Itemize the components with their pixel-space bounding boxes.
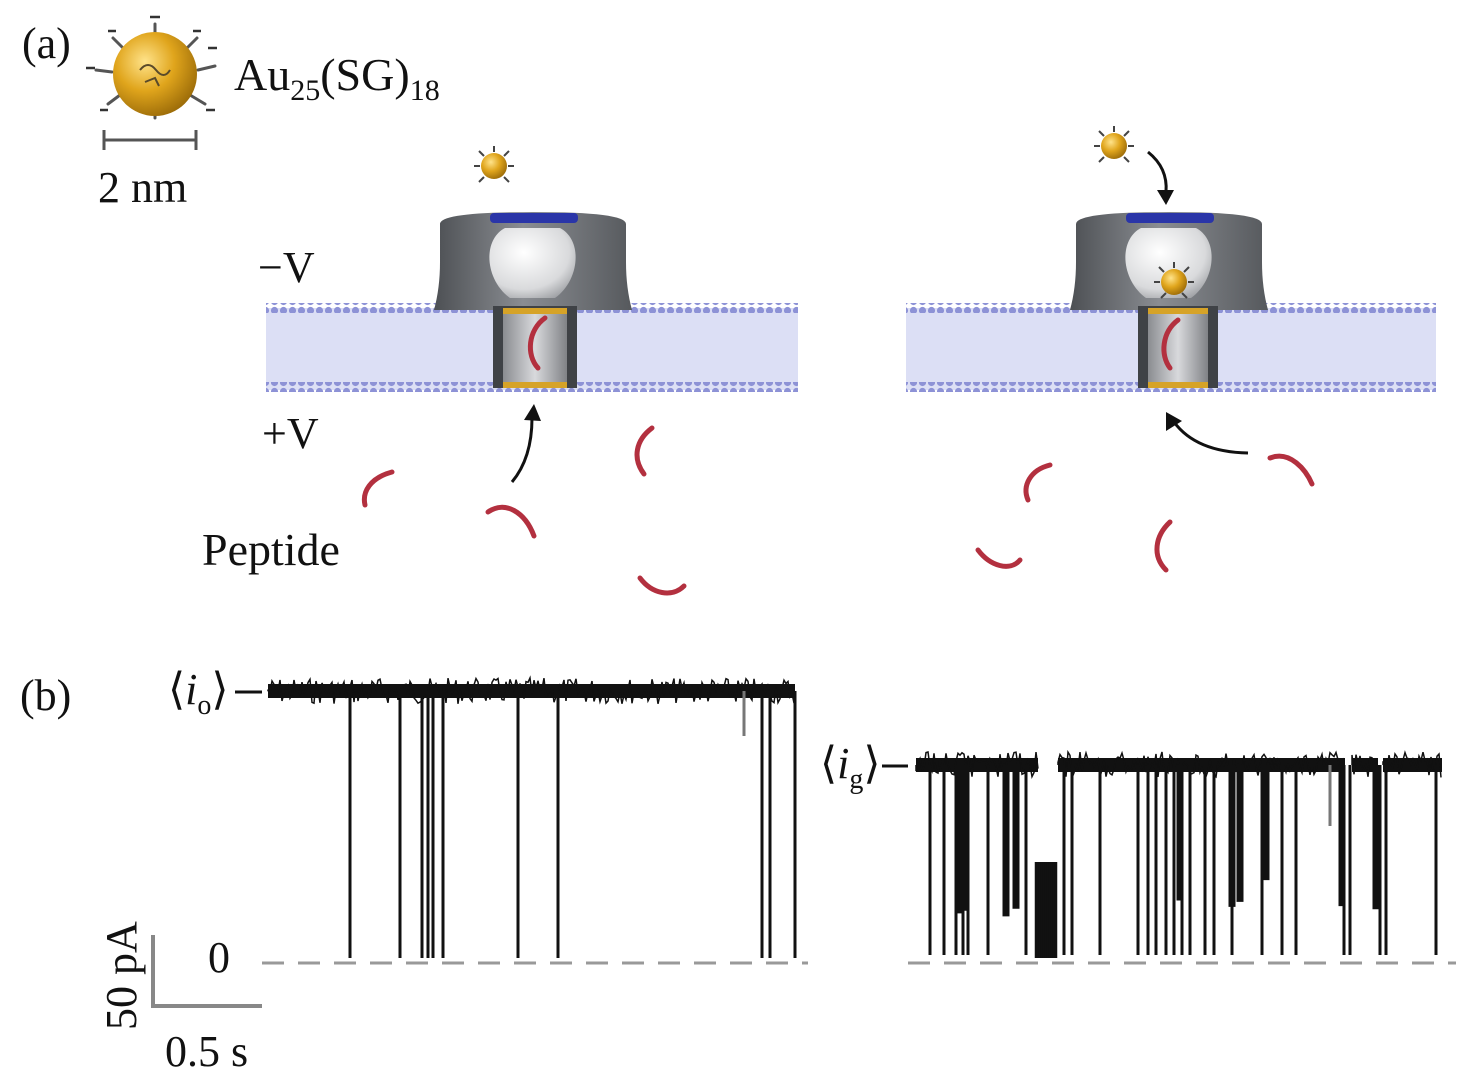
panel-b-label: (b): [20, 671, 71, 720]
peptide: [634, 425, 655, 477]
nanopore-left: [434, 212, 632, 388]
peptide: [1023, 462, 1053, 503]
scale-bar-label: 2 nm: [98, 163, 187, 212]
svg-text:⟨ig⟩: ⟨ig⟩: [820, 739, 881, 795]
nanocluster-formula: Au25(SG)18: [234, 49, 440, 107]
arrow-peptide-entry-right: [1172, 421, 1249, 455]
arrow-peptide-entry-left-head: [524, 404, 541, 421]
peptide-in-pore-left: [527, 315, 548, 371]
peptide-in-pore-right: [1161, 317, 1181, 371]
peptide: [637, 575, 687, 596]
scale-bar-current-time: [151, 935, 262, 1008]
nanocluster-scale-bar: [102, 130, 198, 150]
peptides-free: [361, 425, 1315, 596]
nanocluster-in-pore: [1154, 262, 1194, 299]
voltage-negative-label: −V: [258, 243, 315, 292]
nanopore-right: [1070, 212, 1268, 388]
peptide: [975, 547, 1023, 569]
svg-text:⟨io⟩: ⟨io⟩: [168, 665, 229, 721]
open-level-label: ⟨io⟩: [168, 665, 262, 721]
gold-level-label: ⟨ig⟩: [820, 739, 908, 795]
arrow-peptide-entry-right-head: [1166, 412, 1182, 431]
scale-bar-time-label: 0.5 s: [165, 1027, 248, 1076]
scale-bar-current-label: 50 pA: [97, 921, 146, 1030]
peptide: [361, 469, 395, 508]
arrow-peptide-entry-left: [510, 417, 534, 483]
trace-noise: [1057, 749, 1345, 779]
trace-noise: [267, 675, 795, 705]
nanocluster-floating-left: [474, 146, 514, 183]
arrow-nanocluster-entry-head: [1157, 190, 1174, 205]
trace-noise: [915, 751, 1039, 780]
trace-noise: [1351, 754, 1379, 777]
voltage-positive-label: +V: [262, 409, 319, 458]
peptide: [1154, 519, 1173, 573]
panel-a-label: (a): [22, 19, 71, 68]
peptide-label: Peptide: [202, 524, 340, 575]
trace-noise: [1382, 750, 1442, 778]
peptide: [1267, 453, 1315, 487]
zero-level-label: 0: [208, 933, 230, 982]
peptide: [485, 504, 537, 539]
nanocluster-large: [86, 15, 217, 120]
current-trace-open-pore: [267, 675, 797, 958]
arrow-nanocluster-entry: [1147, 150, 1168, 193]
current-trace-with-nanocluster: [915, 749, 1442, 958]
nanocluster-floating-right: [1094, 126, 1134, 163]
